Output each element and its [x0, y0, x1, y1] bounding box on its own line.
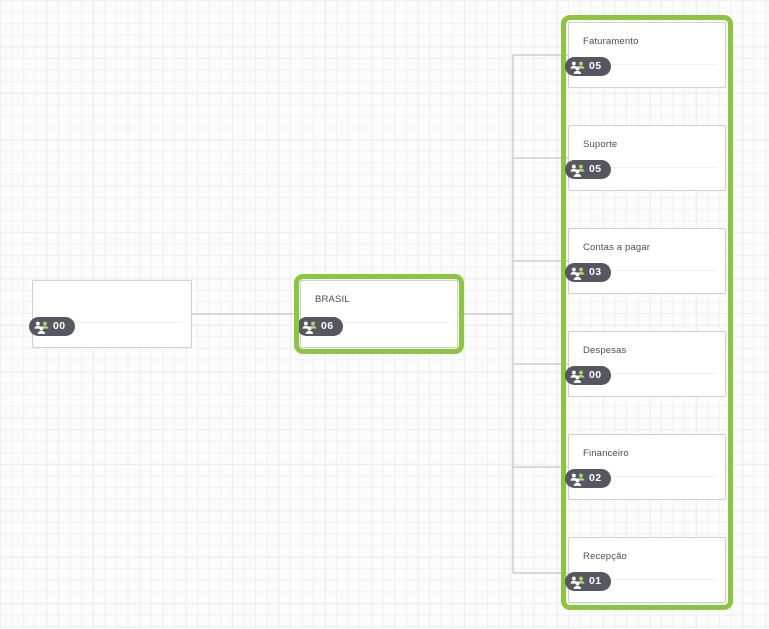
- org-node-despesas[interactable]: Despesas 00: [565, 331, 726, 397]
- org-node-contas-a-pagar-member-badge[interactable]: 03: [565, 263, 612, 282]
- org-node-despesas-member-badge[interactable]: 00: [565, 366, 612, 385]
- org-node-contas-a-pagar-member-count: 03: [589, 265, 602, 278]
- org-node-recepcao-member-badge[interactable]: 01: [565, 572, 612, 591]
- org-node-contas-a-pagar-title: Contas a pagar: [583, 242, 651, 253]
- org-node-financeiro-member-count: 02: [589, 471, 602, 484]
- users-group-icon: [570, 370, 585, 383]
- org-node-brasil-member-badge[interactable]: 06: [297, 317, 344, 336]
- users-group-icon: [570, 267, 585, 280]
- org-node-financeiro-divider: [578, 476, 716, 477]
- org-node-faturamento-member-count: 05: [589, 59, 602, 72]
- org-node-faturamento-title: Faturamento: [583, 36, 639, 47]
- org-node-recepcao-title: Recepção: [583, 551, 627, 562]
- users-group-icon: [302, 321, 317, 334]
- org-node-faturamento-divider: [578, 64, 716, 65]
- org-node-recepcao[interactable]: Recepção 01: [565, 537, 726, 603]
- org-node-brasil-divider: [310, 322, 448, 323]
- org-node-suporte-title: Suporte: [583, 139, 618, 150]
- users-group-icon: [34, 321, 49, 334]
- org-node-despesas-member-count: 00: [589, 368, 602, 381]
- org-node-suporte-member-count: 05: [589, 162, 602, 175]
- org-node-root-divider: [42, 322, 182, 323]
- org-node-financeiro[interactable]: Financeiro 02: [565, 434, 726, 500]
- org-node-contas-a-pagar-divider: [578, 270, 716, 271]
- users-group-icon: [570, 61, 585, 74]
- org-node-faturamento[interactable]: Faturamento 05: [565, 22, 726, 88]
- org-node-suporte-member-badge[interactable]: 05: [565, 160, 612, 179]
- org-node-suporte[interactable]: Suporte 05: [565, 125, 726, 191]
- org-node-root[interactable]: 00: [29, 280, 192, 348]
- org-node-contas-a-pagar[interactable]: Contas a pagar 03: [565, 228, 726, 294]
- users-group-icon: [570, 473, 585, 486]
- org-node-brasil[interactable]: BRASIL 06: [297, 280, 458, 348]
- org-node-despesas-title: Despesas: [583, 345, 627, 356]
- org-node-brasil-member-count: 06: [321, 319, 334, 332]
- org-node-brasil-title: BRASIL: [315, 294, 350, 305]
- org-node-root-member-count: 00: [53, 319, 66, 332]
- org-node-recepcao-member-count: 01: [589, 574, 602, 587]
- org-node-financeiro-member-badge[interactable]: 02: [565, 469, 612, 488]
- org-node-faturamento-member-badge[interactable]: 05: [565, 57, 612, 76]
- department-group-selection-highlight: [561, 15, 733, 610]
- org-node-suporte-divider: [578, 167, 716, 168]
- org-node-recepcao-divider: [578, 579, 716, 580]
- org-node-financeiro-title: Financeiro: [583, 448, 629, 459]
- org-node-root-member-badge[interactable]: 00: [29, 317, 76, 336]
- users-group-icon: [570, 164, 585, 177]
- org-node-despesas-divider: [578, 373, 716, 374]
- users-group-icon: [570, 576, 585, 589]
